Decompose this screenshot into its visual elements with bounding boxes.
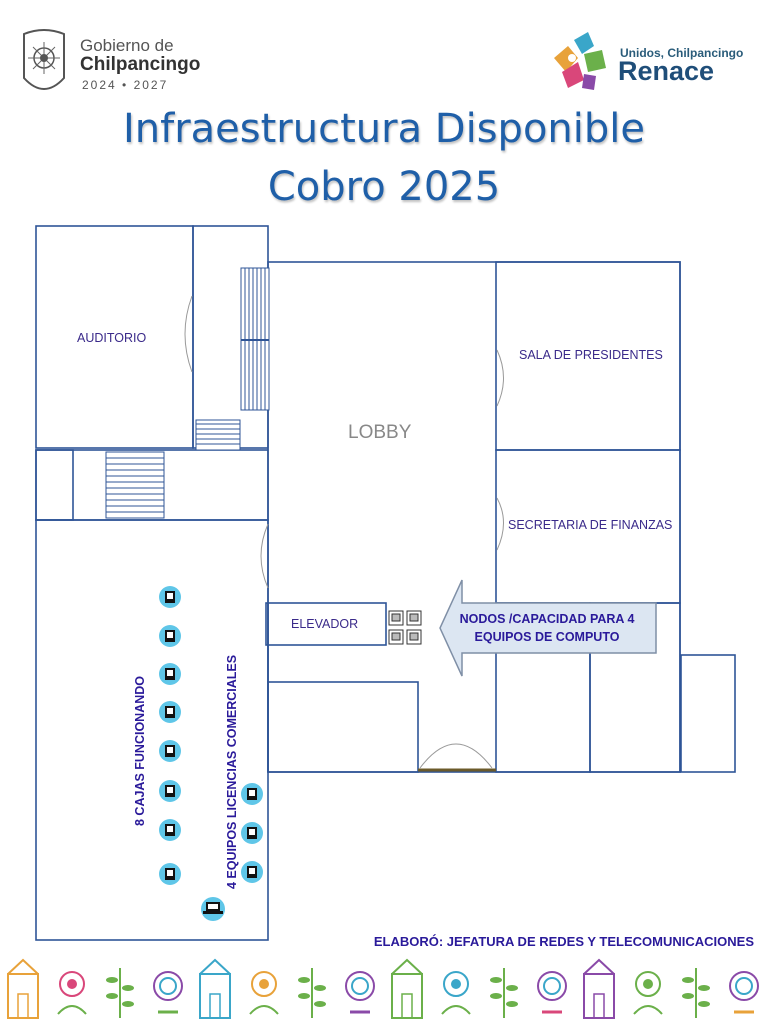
door-icon — [260, 523, 269, 589]
footer-ornament-icon — [583, 958, 615, 1019]
footer-ornament-icon — [199, 958, 231, 1019]
footer-ornament-icon — [729, 971, 759, 1014]
network-node-icon — [388, 610, 422, 645]
pc-icon — [159, 863, 181, 885]
footer-ornament-icon — [345, 971, 375, 1014]
seal-icon — [23, 29, 65, 90]
footer-ornament-icon — [682, 968, 710, 1018]
footer-ornament-icon — [490, 968, 518, 1018]
footer-ornament-icon — [57, 971, 87, 1015]
footer-ornament-icon — [249, 971, 279, 1015]
gobierno-logo-line1: Gobierno de — [80, 36, 174, 55]
footer-ornament-icon — [106, 968, 134, 1018]
door-icon — [184, 295, 193, 373]
pc-icon — [159, 663, 181, 685]
footer-ornament-icon — [7, 958, 39, 1019]
door-icon — [496, 349, 504, 407]
pc-icon — [241, 822, 263, 844]
upper-lobby-wall — [267, 261, 681, 773]
elevador-room — [265, 602, 387, 646]
stairs-icon — [105, 451, 165, 519]
renace-emblem-icon — [554, 32, 606, 90]
pc-icon — [241, 783, 263, 805]
footer-ornament-icon — [537, 971, 567, 1014]
secretaria-finanzas-label: SECRETARIA DE FINANZAS — [508, 518, 673, 532]
laptop-icon — [201, 897, 225, 921]
door-icon — [496, 497, 504, 551]
elevador-label: ELEVADOR — [291, 617, 359, 631]
nodes-callout: NODOS /CAPACIDAD PARA 4 EQUIPOS DE COMPU… — [459, 612, 635, 644]
equipos-label: 4 EQUIPOS LICENCIAS COMERCIALES — [225, 654, 239, 889]
decorative-footer — [7, 958, 759, 1019]
renace-logo-line2: Renace — [618, 56, 715, 86]
pc-icon — [159, 701, 181, 723]
pc-icon — [159, 780, 181, 802]
gobierno-logo-line2: Chilpancingo — [80, 54, 201, 75]
stairs-icon — [195, 267, 270, 451]
footer-ornament-icon — [391, 958, 423, 1019]
renace-logo-line1: Unidos, Chilpancingo — [620, 46, 744, 60]
footer-ornament-icon — [298, 968, 326, 1018]
door-icon — [419, 743, 493, 769]
renace-logo: Unidos, Chilpancingo Renace — [540, 28, 750, 98]
sala-presidentes-label: SALA DE PRESIDENTES — [519, 348, 663, 362]
lobby-label: LOBBY — [348, 422, 412, 443]
page-subtitle: Cobro 2025 — [267, 164, 501, 210]
cajas-label: 8 CAJAS FUNCIONANDO — [133, 675, 147, 826]
pc-icon — [159, 586, 181, 608]
pc-icon — [159, 740, 181, 762]
arrow-icon — [439, 579, 657, 677]
footer-ornament-icon — [441, 971, 471, 1015]
footer-ornament-icon — [153, 971, 183, 1014]
gobierno-logo: Gobierno de Chilpancingo 2024 • 2027 — [18, 28, 218, 100]
gobierno-logo-line3: 2024 • 2027 — [82, 78, 169, 92]
pc-icon — [159, 625, 181, 647]
footer-ornament-icon — [633, 971, 663, 1015]
pc-icon — [159, 819, 181, 841]
auditorio-label: AUDITORIO — [77, 331, 147, 345]
pc-icon — [241, 861, 263, 883]
credit-text: ELABORÓ: JEFATURA DE REDES Y TELECOMUNIC… — [373, 934, 754, 949]
page-title: Infraestructura Disponible — [122, 106, 645, 152]
